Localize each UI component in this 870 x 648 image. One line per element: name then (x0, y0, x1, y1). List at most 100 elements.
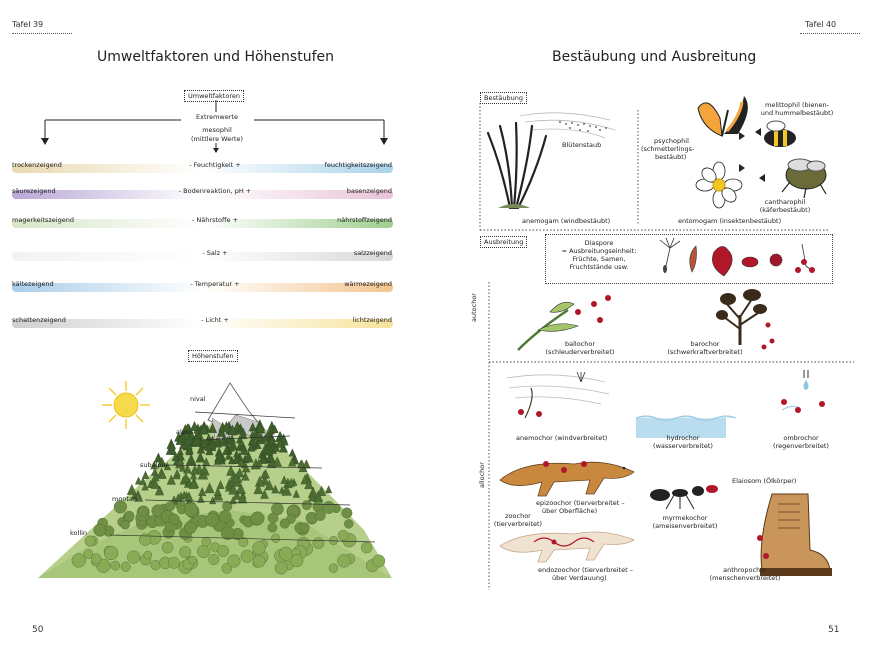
anthropochor-label-1: anthropochor (723, 566, 767, 574)
factor-gradient-bar (12, 319, 393, 328)
factor-gradient-bar (12, 283, 393, 292)
page-title-left: Umweltfaktoren und Höhenstufen (97, 49, 334, 65)
factor-left-label: säurezeigend (12, 187, 56, 195)
anemochor-label: anemochor (windverbreitet) (516, 434, 608, 442)
melittophil-label-2: und hummelbestäubt) (760, 109, 834, 117)
factor-left-label: magerkeitszeigend (12, 216, 74, 224)
mountain-illustration (38, 382, 392, 578)
factor-center-label: - Licht + (201, 316, 229, 324)
boot-icon (757, 493, 832, 576)
myrmekochor-label-2: (ameisenverbreitet) (652, 522, 718, 530)
barochor-label-1: barochor (690, 340, 720, 348)
allochor-label: allochor (478, 462, 486, 488)
anemogam-label: anemogam (windbestäubt) (522, 217, 611, 225)
cantharophil-label-1: cantharophil (764, 198, 806, 206)
zone-label-montan: montan (112, 495, 138, 503)
factor-gradient-bar (12, 190, 393, 199)
ballochor-plant-icon (517, 295, 611, 351)
ombrochor-label-1: ombrochor (783, 434, 819, 442)
factor-right-label: lichtzeigend (352, 316, 392, 324)
zone-label-alpin: alpin (176, 428, 192, 436)
ombrochor-label-2: (regenverbreitet) (773, 442, 829, 450)
factor-gradient-bar (12, 252, 393, 261)
bluetenstaub-label: Blütenstaub (562, 141, 602, 149)
ausbreitung-box: Ausbreitung (480, 236, 528, 248)
epizoochor-label-1: epizoochor (tierverbreitet – (536, 499, 625, 507)
beetle-icon (781, 158, 827, 199)
factor-right-label: wärmezeigend (344, 280, 392, 288)
factor-gradient-bar (12, 164, 393, 173)
diaspore-label-3: Früchte, Samen, (572, 255, 626, 263)
melittophil-label-1: melittophil (bienen- (765, 101, 829, 109)
extremwerte-label: Extremwerte (196, 113, 238, 121)
factor-center-label: - Feuchtigkeit + (189, 161, 241, 169)
mesophil-label: mesophil (202, 126, 232, 134)
zone-label-nival: nival (190, 395, 206, 403)
factor-right-label: feuchtigkeitszeigend (324, 161, 392, 169)
autochor-label: autochor (470, 293, 478, 322)
psychophil-label-3: bestäubt) (655, 153, 687, 161)
sun-icon (102, 381, 150, 429)
hoehenstufen-box: Höhenstufen (188, 350, 238, 362)
factor-gradient-bar (12, 219, 393, 228)
elaiosom-label: Elaiosom (Ölkörper) (732, 477, 797, 485)
zoochor-label-1: zoochor (505, 512, 531, 520)
barochor-tree-icon (716, 289, 775, 350)
flower-icon (695, 161, 743, 209)
diaspore-label-2: = Ausbreitungseinheit: (561, 247, 637, 255)
ballochor-label-2: (schleuderverbreitet) (545, 348, 615, 356)
hydrochor-water-icon (635, 415, 737, 438)
tafel-underline-left (12, 33, 72, 34)
factor-right-label: basenzeigend (346, 187, 392, 195)
factor-center-label: - Bodenreaktion, pH + (178, 187, 252, 195)
page-title-right: Bestäubung und Ausbreitung (552, 49, 757, 65)
psychophil-label-2: (schmetterlings- (641, 145, 695, 153)
diaspore-label-4: Fruchtstände usw. (569, 263, 629, 271)
ombrochor-rain-icon (781, 370, 825, 413)
zone-label-subalpin: subalpin (140, 461, 168, 469)
endozoochor-label-1: endozoochor (tierverbreitet – (538, 566, 633, 574)
anemogam-grass-icon (486, 112, 616, 210)
side-frame (488, 282, 854, 590)
ant-icon (650, 485, 718, 510)
diaspore-panel (545, 234, 833, 284)
page-number-right: 51 (828, 625, 840, 635)
anemochor-seed-icon (506, 371, 610, 419)
bestaeubung-box: Bestäubung (480, 92, 527, 104)
barochor-label-2: (schwerkraftverbreitet) (667, 348, 743, 356)
tafel-label-left: Tafel 39 (12, 20, 44, 29)
umweltfaktoren-box: Umweltfaktoren (184, 90, 244, 102)
psychophil-label-1: psychophil (654, 137, 689, 145)
factor-center-label: - Nährstoffe + (192, 216, 238, 224)
mittlere-werte-label: (mittlere Werte) (191, 135, 243, 143)
pollinator-arrows (739, 128, 765, 182)
zoochor-label-2: (tierverbreitet) (493, 520, 543, 528)
bee-icon (764, 120, 796, 147)
marten-icon (499, 461, 635, 497)
page-number-left: 50 (32, 625, 44, 635)
factor-center-label: - Salz + (202, 249, 228, 257)
diaspore-label-1: Diaspore (584, 239, 614, 247)
hydrochor-label-1: hydrochor (666, 434, 700, 442)
anthropochor-label-2: (menschenverbreitet) (709, 574, 781, 582)
diaspore-examples-icon (659, 237, 815, 277)
endozoochor-label-2: über Verdauung) (552, 574, 607, 582)
cantharophil-label-2: (käferbestäubt) (759, 206, 811, 214)
factor-left-label: schattenzeigend (12, 316, 66, 324)
epizoochor-label-2: über Oberfläche) (542, 507, 598, 515)
entomogam-label: entomogam (insektenbestäubt) (678, 217, 782, 225)
factor-right-label: nährstoffzeigend (337, 216, 392, 224)
ballochor-label-1: ballochor (564, 340, 596, 348)
factor-left-label: trockenzeigend (12, 161, 62, 169)
tafel-label-right: Tafel 40 (805, 20, 837, 29)
butterfly-icon (697, 96, 748, 137)
factor-center-label: - Temperatur + (190, 280, 240, 288)
bestaeubung-frame (479, 103, 830, 231)
factor-left-label: kältezeigend (12, 280, 54, 288)
zone-label-kollin: kollin (70, 529, 88, 537)
endozoochor-animal-icon (499, 531, 635, 563)
factor-right-label: salzzeigend (353, 249, 392, 257)
myrmekochor-label-1: myrmekochor (662, 514, 708, 522)
hydrochor-label-2: (wasserverbreitet) (653, 442, 713, 450)
